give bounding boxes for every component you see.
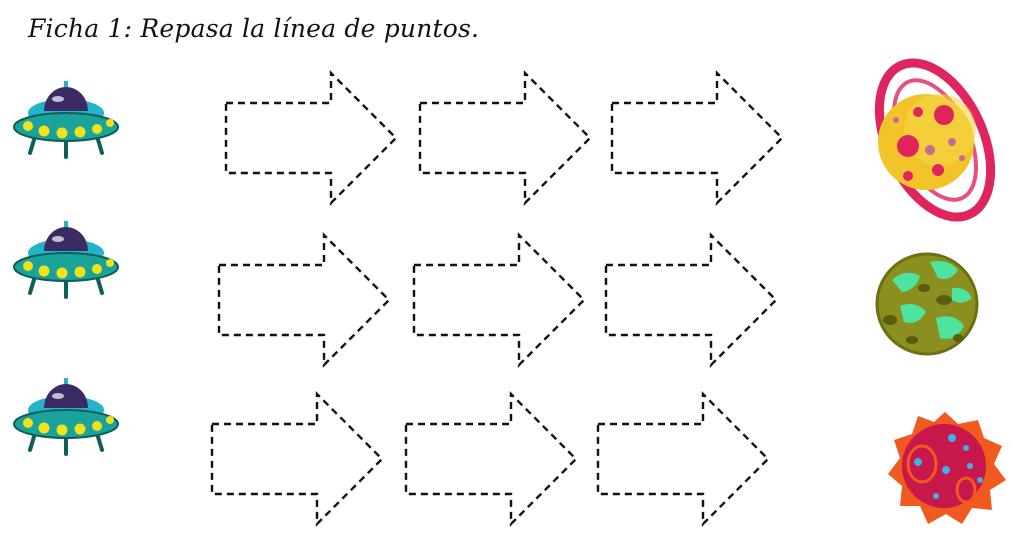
dashed-arrow bbox=[604, 233, 778, 367]
ufo-icon bbox=[12, 79, 120, 159]
dashed-arrow bbox=[596, 392, 770, 526]
ufo-icon bbox=[12, 376, 120, 456]
ringed-planet-icon bbox=[874, 58, 996, 222]
spiky-planet-icon bbox=[888, 412, 1006, 524]
dashed-arrow bbox=[418, 71, 592, 205]
dashed-arrow bbox=[217, 233, 391, 367]
dashed-arrow bbox=[610, 71, 784, 205]
dashed-arrow bbox=[404, 392, 578, 526]
dashed-arrow bbox=[412, 233, 586, 367]
crater-planet-icon bbox=[875, 252, 979, 356]
ufo-icon bbox=[12, 219, 120, 299]
dashed-arrow bbox=[224, 71, 398, 205]
worksheet-title: Ficha 1: Repasa la línea de puntos. bbox=[28, 14, 480, 43]
dashed-arrow bbox=[210, 392, 384, 526]
